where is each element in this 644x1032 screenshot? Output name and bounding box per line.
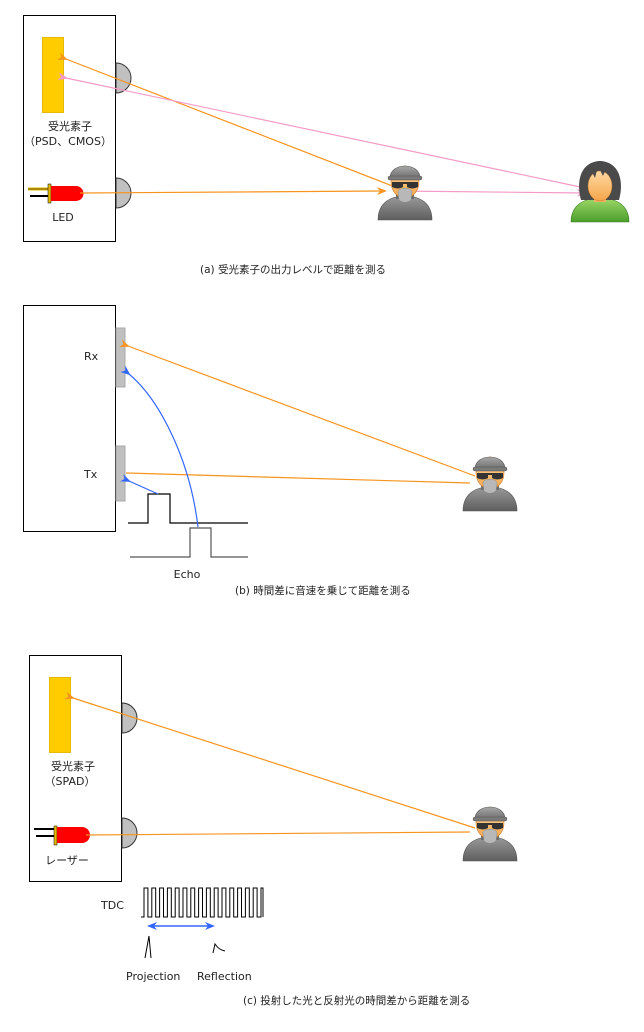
- led-icon: [28, 183, 84, 204]
- far-target-reflection: [57, 72, 586, 189]
- reflection-pulse: [212, 942, 226, 954]
- emitter-label-a: LED: [52, 211, 74, 224]
- tx-trigger-arrow: [120, 474, 159, 495]
- sensor-label-line2: （PSD、CMOS）: [24, 135, 112, 148]
- near-target-reflection: [57, 52, 396, 188]
- laser-label: レーザー: [45, 854, 89, 867]
- tx-label: Tx: [83, 468, 98, 481]
- device-housing-b: [23, 305, 116, 532]
- panel-b: Rx Tx Echo (b) 時間差に音速を乗じて距離を測る: [23, 305, 518, 597]
- ultrasonic-emit-beam: [125, 472, 471, 484]
- panel-a: 受光素子 （PSD、CMOS） LED (a) 受光素子の出力レベルで距離を測る: [23, 15, 630, 276]
- spad-sensor: [49, 677, 71, 753]
- emitter-lens-c: [121, 817, 138, 849]
- tdc-label: TDC: [100, 899, 124, 912]
- projection-pulse: [144, 935, 152, 959]
- laser-reflection-beam: [64, 691, 476, 829]
- beam-to-far-target: [396, 188, 587, 197]
- reflection-label: Reflection: [197, 970, 252, 983]
- sensor-label-line1: 受光素子: [48, 119, 92, 133]
- laser-icon: [34, 825, 90, 846]
- echo-trigger-arrow: [120, 365, 199, 528]
- panel-c: 受光素子 （SPAD） レーザー TDC Projection Reflecti…: [29, 655, 518, 1007]
- spad-label-line1: 受光素子: [51, 759, 95, 773]
- ultrasonic-echo-beam: [119, 339, 476, 477]
- emitted-beam-to-near-target: [79, 187, 387, 196]
- tx-pulse-waveform: [128, 493, 248, 524]
- projection-label: Projection: [126, 970, 180, 983]
- rx-label: Rx: [84, 350, 99, 363]
- laser-emit-beam: [85, 831, 471, 836]
- tdc-clock-waveform: [141, 887, 264, 918]
- device-housing-c: [29, 655, 122, 882]
- caption-b: (b) 時間差に音速を乗じて距離を測る: [235, 584, 411, 597]
- echo-label: Echo: [174, 568, 201, 581]
- echo-pulse-waveform: [130, 527, 248, 558]
- spad-label-line2: （SPAD）: [45, 775, 96, 788]
- tx-transducer: [115, 445, 126, 502]
- far-target-person-icon: [570, 160, 630, 223]
- near-target-person-icon: [377, 165, 433, 221]
- target-person-icon-b: [462, 456, 518, 512]
- device-housing-a: [23, 15, 116, 242]
- target-person-icon-c: [462, 806, 518, 862]
- light-receiving-element: [42, 37, 64, 113]
- caption-c: (c) 投射した光と反射光の時間差から距離を測る: [243, 994, 470, 1007]
- caption-a: (a) 受光素子の出力レベルで距離を測る: [200, 263, 386, 276]
- rx-transducer: [115, 327, 126, 388]
